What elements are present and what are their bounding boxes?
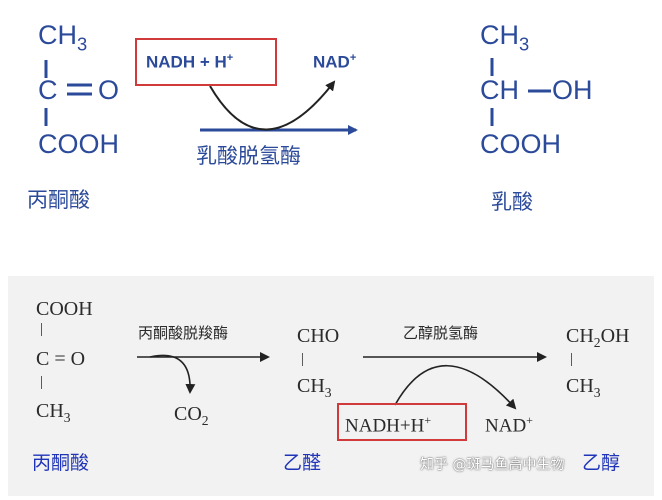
bottom-nad-label: NAD+ [485,413,533,437]
pyruvate-ch3: CH3 [38,20,88,55]
top-cofactor-curved-arrow [209,80,336,131]
bottom-pyruvate-carbonyl: C = O [36,348,86,370]
pyruvate-carbon: C [38,75,58,105]
lactate-ch: CH [480,75,519,105]
acetaldehyde-name: 乙醛 [283,452,322,474]
bottom-pyruvate-ch3: CH3 [36,400,71,425]
top-nadh-label: NADH + H+ [146,52,234,72]
top-cofactor-highlight-box [135,38,277,86]
bottom-cofactor-curved-arrow [394,364,517,410]
watermark: 知乎 @斑马鱼高中生物 [420,457,565,473]
bottom-pyruvate-cooh: COOH [36,298,93,320]
ethanol-ch2oh: CH2OH [566,325,630,350]
pyruvate-name-top: 丙酮酸 [27,188,90,212]
acetaldehyde-ch3: CH3 [297,375,332,400]
bottom-nadh-label: NADH+H+ [345,413,432,437]
acetaldehyde-bond: | [301,351,305,367]
lactate-cooh: COOH [480,129,561,159]
top-nad-label: NAD+ [313,52,357,72]
bottom-pyruvate-name: 丙酮酸 [32,452,90,474]
lactate-dehydrogenase-label: 乳酸脱氢酶 [196,144,301,168]
pyruvate-oxygen: O [98,75,120,105]
alcohol-dehydrogenase-label: 乙醇脱氢酶 [403,324,479,342]
pyruvate-decarboxylase-label: 丙酮酸脱羧酶 [138,324,229,342]
acetaldehyde-cho: CHO [297,325,340,347]
co2-label: CO2 [174,403,209,428]
ethanol-ch3: CH3 [566,375,601,400]
bottom-pyruvate-bond-upper: | [40,321,44,337]
lactate-ch3: CH3 [480,20,530,55]
ethanol-name: 乙醇 [582,452,621,474]
bottom-panel-background [8,276,654,496]
lactate-oh: OH [552,75,593,105]
pyruvate-cooh: COOH [38,129,119,159]
ethanol-bond: | [570,351,574,367]
lactate-name: 乳酸 [491,190,533,214]
bottom-co2-curved-arrow [149,354,196,394]
bottom-cofactor-highlight-box [337,403,467,441]
bottom-pyruvate-bond-lower: | [40,374,44,390]
